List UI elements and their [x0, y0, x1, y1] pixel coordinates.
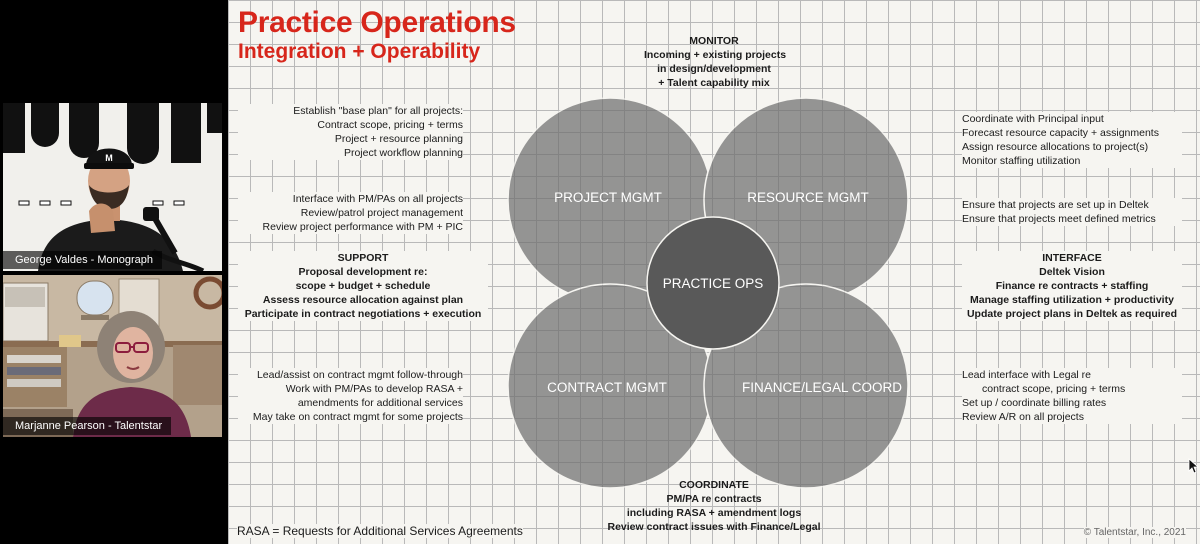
- text-line: Establish "base plan" for all projects:: [293, 105, 463, 117]
- label-resource-mgmt: RESOURCE MGMT: [747, 190, 869, 205]
- slide-subtitle: Integration + Operability: [238, 40, 481, 63]
- monitor-line: + Talent capability mix: [658, 77, 770, 89]
- monitor-block: MONITOR Incoming + existing projects in …: [644, 34, 787, 90]
- mouse-cursor-icon: [1188, 458, 1200, 474]
- text-line: including RASA + amendment logs: [626, 507, 802, 519]
- text-line: amendments for additional services: [297, 397, 463, 409]
- support-heading: SUPPORT: [337, 252, 389, 264]
- text-line: Review contract issues with Finance/Lega…: [607, 521, 821, 533]
- cap-logo: M: [105, 153, 113, 163]
- right-top-block: Coordinate with Principal input Forecast…: [962, 112, 1182, 168]
- text-line: contract scope, pricing + terms: [982, 383, 1126, 395]
- text-line: Proposal development re:: [298, 266, 428, 278]
- text-line: Review project performance with PM + PIC: [262, 221, 463, 233]
- text-line: Review/patrol project management: [300, 207, 463, 219]
- text-line: Manage staffing utilization + productivi…: [970, 294, 1174, 306]
- coordinate-block: COORDINATE PM/PA re contracts including …: [598, 478, 830, 534]
- participant-name-tag: Marjanne Pearson - Talentstar: [3, 417, 172, 435]
- right-bottom-block: Lead interface with Legal re contract sc…: [962, 368, 1182, 424]
- label-contract-mgmt: CONTRACT MGMT: [547, 380, 667, 395]
- monitor-line: in design/development: [657, 63, 771, 75]
- text-line: Interface with PM/PAs on all projects: [292, 193, 463, 205]
- text-line: Review A/R on all projects: [962, 411, 1084, 423]
- shared-slide: Practice Operations Integration + Operab…: [228, 0, 1200, 544]
- text-line: Lead interface with Legal re: [962, 369, 1091, 381]
- participant-name-tag: George Valdes - Monograph: [3, 251, 162, 269]
- monitor-heading: MONITOR: [689, 35, 739, 47]
- participant-video-marjanne: [3, 275, 222, 437]
- interface-block: INTERFACE Deltek Vision Finance re contr…: [962, 251, 1182, 321]
- text-line: scope + budget + schedule: [295, 280, 431, 292]
- text-line: Assign resource allocations to project(s…: [962, 141, 1149, 153]
- left-top-block: Establish "base plan" for all projects: …: [238, 104, 463, 160]
- text-line: Work with PM/PAs to develop RASA +: [285, 383, 463, 395]
- text-line: Coordinate with Principal input: [962, 113, 1104, 125]
- text-line: Set up / coordinate billing rates: [962, 397, 1107, 409]
- coordinate-heading: COORDINATE: [679, 479, 749, 491]
- left-bottom-block: Lead/assist on contract mgmt follow-thro…: [238, 368, 463, 424]
- participant-tile-george[interactable]: M George Valdes - Monograph: [3, 103, 222, 271]
- cap-logo-letter: M: [105, 153, 113, 163]
- support-block: SUPPORT Proposal development re: scope +…: [238, 251, 488, 321]
- text-line: Ensure that projects meet defined metric…: [962, 213, 1156, 225]
- text-line: Project + resource planning: [334, 133, 463, 145]
- text-line: Deltek Vision: [1039, 266, 1105, 278]
- text-line: May take on contract mgmt for some proje…: [252, 411, 463, 423]
- text-line: Contract scope, pricing + terms: [317, 119, 463, 131]
- text-line: Ensure that projects are set up in Delte…: [962, 199, 1149, 211]
- text-line: Assess resource allocation against plan: [262, 294, 464, 306]
- copyright-text: © Talentstar, Inc., 2021: [1083, 527, 1186, 538]
- text-line: Monitor staffing utilization: [962, 155, 1081, 167]
- venn-diagram: PROJECT MGMT RESOURCE MGMT PRACTICE OPS …: [507, 97, 909, 489]
- text-line: Update project plans in Deltek as requir…: [966, 308, 1178, 320]
- monitor-line: Incoming + existing projects: [644, 49, 787, 61]
- participant-tile-marjanne[interactable]: Marjanne Pearson - Talentstar: [3, 275, 222, 437]
- text-line: Finance re contracts + staffing: [995, 280, 1149, 292]
- text-line: Lead/assist on contract mgmt follow-thro…: [256, 369, 463, 381]
- circle-practice-ops: [646, 216, 780, 350]
- label-practice-ops: PRACTICE OPS: [663, 276, 764, 291]
- text-line: Forecast resource capacity + assignments: [962, 127, 1159, 139]
- slide-title: Practice Operations: [238, 6, 516, 39]
- participant-video-george: [3, 103, 222, 271]
- right-mid-block: Ensure that projects are set up in Delte…: [962, 198, 1182, 226]
- text-line: Project workflow planning: [343, 147, 463, 159]
- label-finance-legal: FINANCE/LEGAL COORD: [742, 380, 902, 395]
- left-mid-block: Interface with PM/PAs on all projects Re…: [238, 192, 463, 234]
- circle-finance-legal: [703, 283, 909, 489]
- label-project-mgmt: PROJECT MGMT: [554, 190, 662, 205]
- rasa-footnote: RASA = Requests for Additional Services …: [237, 524, 523, 538]
- text-line: Participate in contract negotiations + e…: [244, 308, 482, 320]
- interface-heading: INTERFACE: [1042, 252, 1102, 264]
- text-line: PM/PA re contracts: [666, 493, 762, 505]
